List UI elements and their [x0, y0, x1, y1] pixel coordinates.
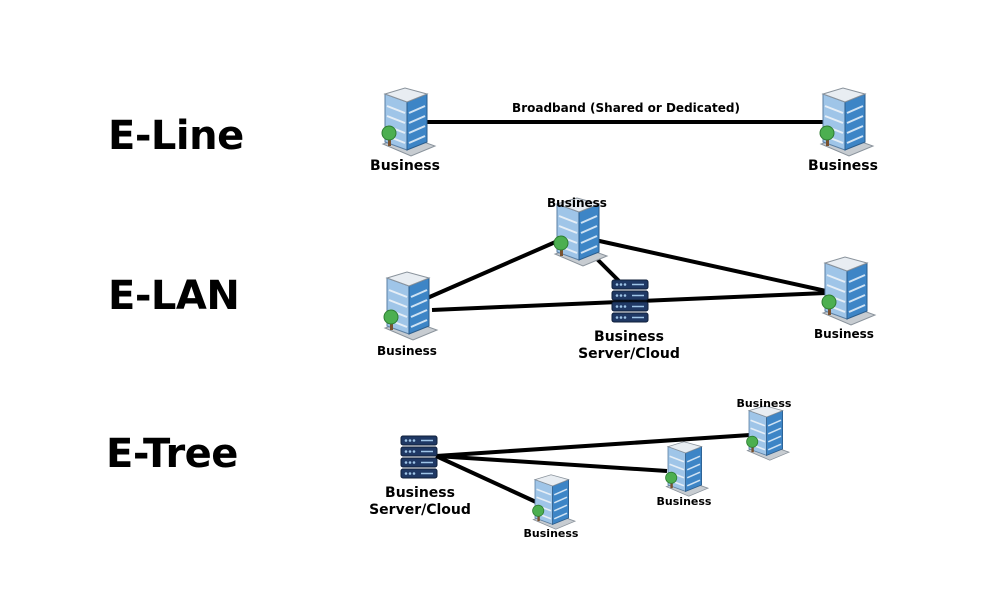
etree-leaf-mid-label: Business — [657, 495, 712, 508]
etree-server-label-2: Server/Cloud — [369, 502, 471, 518]
eline-right-label: Business — [808, 158, 878, 174]
elan-server-label-2: Server/Cloud — [578, 346, 680, 362]
elan-right-label: Business — [814, 327, 874, 341]
eline-link-label: Broadband (Shared or Dedicated) — [512, 101, 740, 115]
building-icon — [383, 271, 438, 341]
server-rack-icon — [400, 435, 438, 479]
etree-server-label-1: Business — [385, 485, 455, 501]
elan-title: E-LAN — [108, 273, 240, 319]
eline-title: E-Line — [108, 113, 244, 159]
elan-server-label-1: Business — [594, 329, 664, 345]
etree-leaf-far-label: Business — [737, 397, 792, 410]
elan-top-label: Business — [547, 196, 607, 210]
building-icon — [531, 473, 576, 531]
etree-title: E-Tree — [106, 431, 238, 477]
building-icon — [821, 256, 876, 326]
building-icon — [664, 440, 709, 497]
elan-left-label: Business — [377, 344, 437, 358]
building-icon — [745, 405, 790, 462]
eline-left-label: Business — [370, 158, 440, 174]
building-icon — [819, 87, 874, 157]
etree-leaf-low-label: Business — [524, 527, 579, 540]
etree-links — [435, 433, 751, 504]
building-icon — [381, 87, 436, 157]
